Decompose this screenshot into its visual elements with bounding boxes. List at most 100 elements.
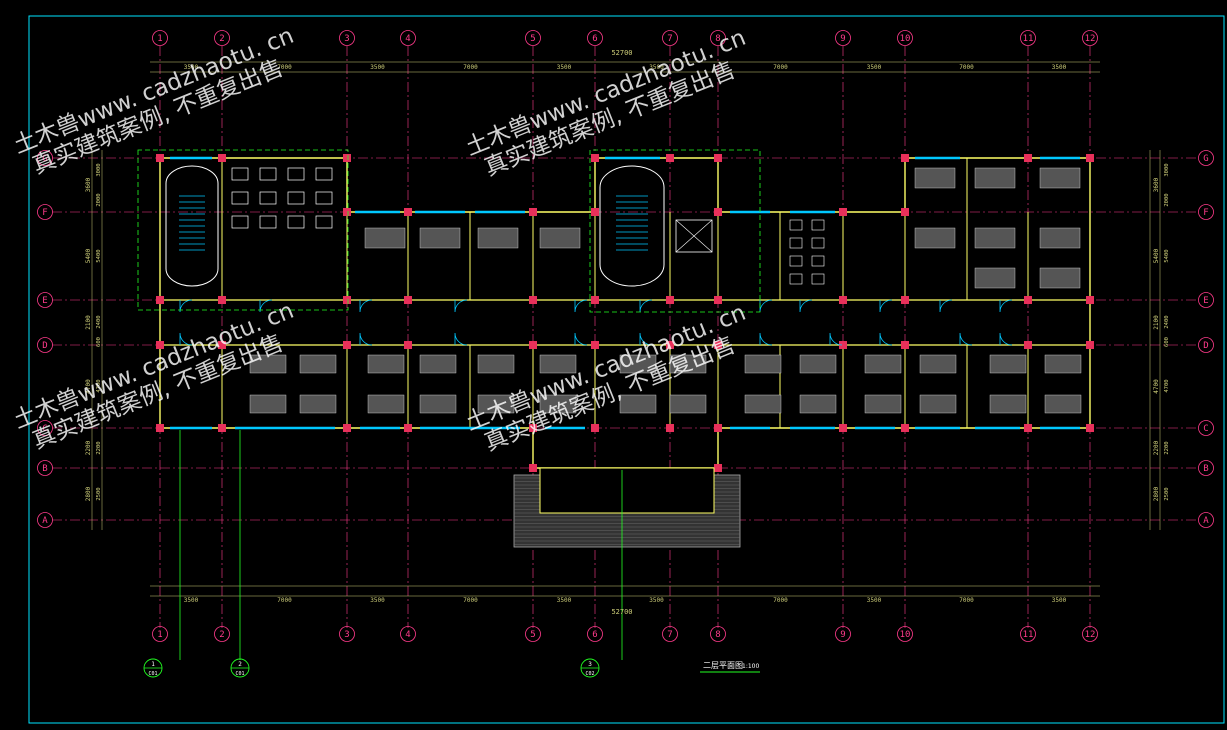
left-axis-bubble-label: A: [42, 516, 48, 526]
column: [404, 296, 412, 304]
top-axis-bubble-label: 8: [715, 34, 720, 44]
toilet-fixture: [789, 219, 803, 231]
dimension-lines: [91, 61, 1161, 597]
toilet-fixture: [315, 215, 333, 229]
column: [529, 296, 537, 304]
side-dimension-inner-right: 2000: [1164, 193, 1170, 206]
desk-block: [974, 167, 1016, 189]
toilet-fixture: [811, 237, 825, 249]
drawing-scale: 1:100: [742, 663, 759, 670]
top-axis-bubble-circle: [835, 30, 851, 46]
stair-center-outline: [599, 165, 665, 287]
toilet-fixture: [811, 255, 825, 267]
bottom-segment-label: 7000: [463, 597, 478, 604]
column: [404, 341, 412, 349]
toilet-fixture: [315, 167, 333, 181]
right-axis-bubble-label: G: [1203, 154, 1208, 164]
detail-marker-number: 3: [588, 661, 592, 668]
side-dimension-right: 3600: [1153, 177, 1160, 192]
stair-west-outline: [165, 165, 219, 287]
column: [343, 341, 351, 349]
toilet-fixture: [811, 219, 825, 231]
detail-marker-sheet: C01: [235, 671, 244, 677]
desk-block: [799, 394, 837, 414]
overall-dimension-top: 52700: [611, 49, 632, 57]
left-axis-bubble-label: E: [42, 296, 47, 306]
column: [218, 341, 226, 349]
toilet-fixture: [259, 191, 277, 205]
column: [714, 464, 722, 472]
door-swing: [639, 332, 653, 346]
top-axis-bubble-circle: [710, 30, 726, 46]
bottom-axis-bubble-label: 1: [157, 630, 162, 640]
door-swing: [999, 332, 1013, 346]
elevator-shaft: [675, 219, 713, 253]
left-axis-bubble-label: G: [42, 154, 47, 164]
bottom-segment-label: 7000: [277, 597, 292, 604]
column: [839, 424, 847, 432]
column: [901, 424, 909, 432]
column: [666, 424, 674, 432]
bottom-axis-bubble-circle: [525, 626, 541, 642]
toilet-fixture: [231, 191, 249, 205]
left-axis-bubble-label: D: [42, 341, 47, 351]
bottom-segment-label: 3500: [649, 597, 664, 604]
bottom-axis-bubble-circle: [214, 626, 230, 642]
door-swing: [574, 299, 588, 313]
column: [591, 154, 599, 162]
desk-block: [477, 227, 519, 249]
toilet-fixture: [259, 215, 277, 229]
top-axis-bubble-circle: [1020, 30, 1036, 46]
desk-block: [299, 394, 337, 414]
building-plan: [137, 149, 1094, 660]
bottom-axis-bubble-label: 6: [592, 630, 597, 640]
column: [218, 296, 226, 304]
top-segment-label: 7000: [277, 64, 292, 71]
bottom-axis-bubble-circle: [710, 626, 726, 642]
left-axis-bubble-circle: [37, 337, 53, 353]
elevator-cross: [675, 219, 713, 253]
desk-block: [989, 354, 1027, 374]
top-segment-label: 3500: [649, 64, 664, 71]
door-swing: [879, 299, 893, 313]
desk-block: [914, 167, 956, 189]
desk-block: [299, 354, 337, 374]
right-axis-bubble-label: A: [1203, 516, 1209, 526]
left-axis-bubble-circle: [37, 420, 53, 436]
top-axis-bubble-label: 6: [592, 34, 597, 44]
desk-block: [1044, 394, 1082, 414]
top-axis-bubble-circle: [152, 30, 168, 46]
right-axis-bubble-label: F: [1203, 208, 1208, 218]
desk-block: [1039, 267, 1081, 289]
desk-block: [619, 354, 657, 374]
bottom-axis-bubble-label: 10: [900, 630, 911, 640]
column: [156, 296, 164, 304]
column: [714, 341, 722, 349]
overall-dimension-bottom: 52700: [611, 608, 632, 616]
door-swing: [359, 299, 373, 313]
bottom-axis-bubble-circle: [339, 626, 355, 642]
desk-block: [249, 394, 287, 414]
right-axis-bubble-label: B: [1203, 464, 1208, 474]
bottom-axis-bubble-circle: [587, 626, 603, 642]
column: [343, 424, 351, 432]
column: [839, 341, 847, 349]
column: [591, 296, 599, 304]
column: [901, 341, 909, 349]
top-axis-bubble-label: 12: [1085, 34, 1096, 44]
right-axis-bubble-circle: [1198, 512, 1214, 528]
column: [839, 296, 847, 304]
top-axis-bubble-label: 3: [344, 34, 349, 44]
side-dimension-left: 2100: [85, 315, 92, 330]
top-segment-label: 3500: [370, 64, 385, 71]
roof-outline-center: [589, 149, 761, 313]
right-axis-bubble-circle: [1198, 337, 1214, 353]
bottom-axis-bubble-circle: [400, 626, 416, 642]
bottom-segment-label: 3500: [557, 597, 572, 604]
toilet-fixture: [789, 255, 803, 267]
